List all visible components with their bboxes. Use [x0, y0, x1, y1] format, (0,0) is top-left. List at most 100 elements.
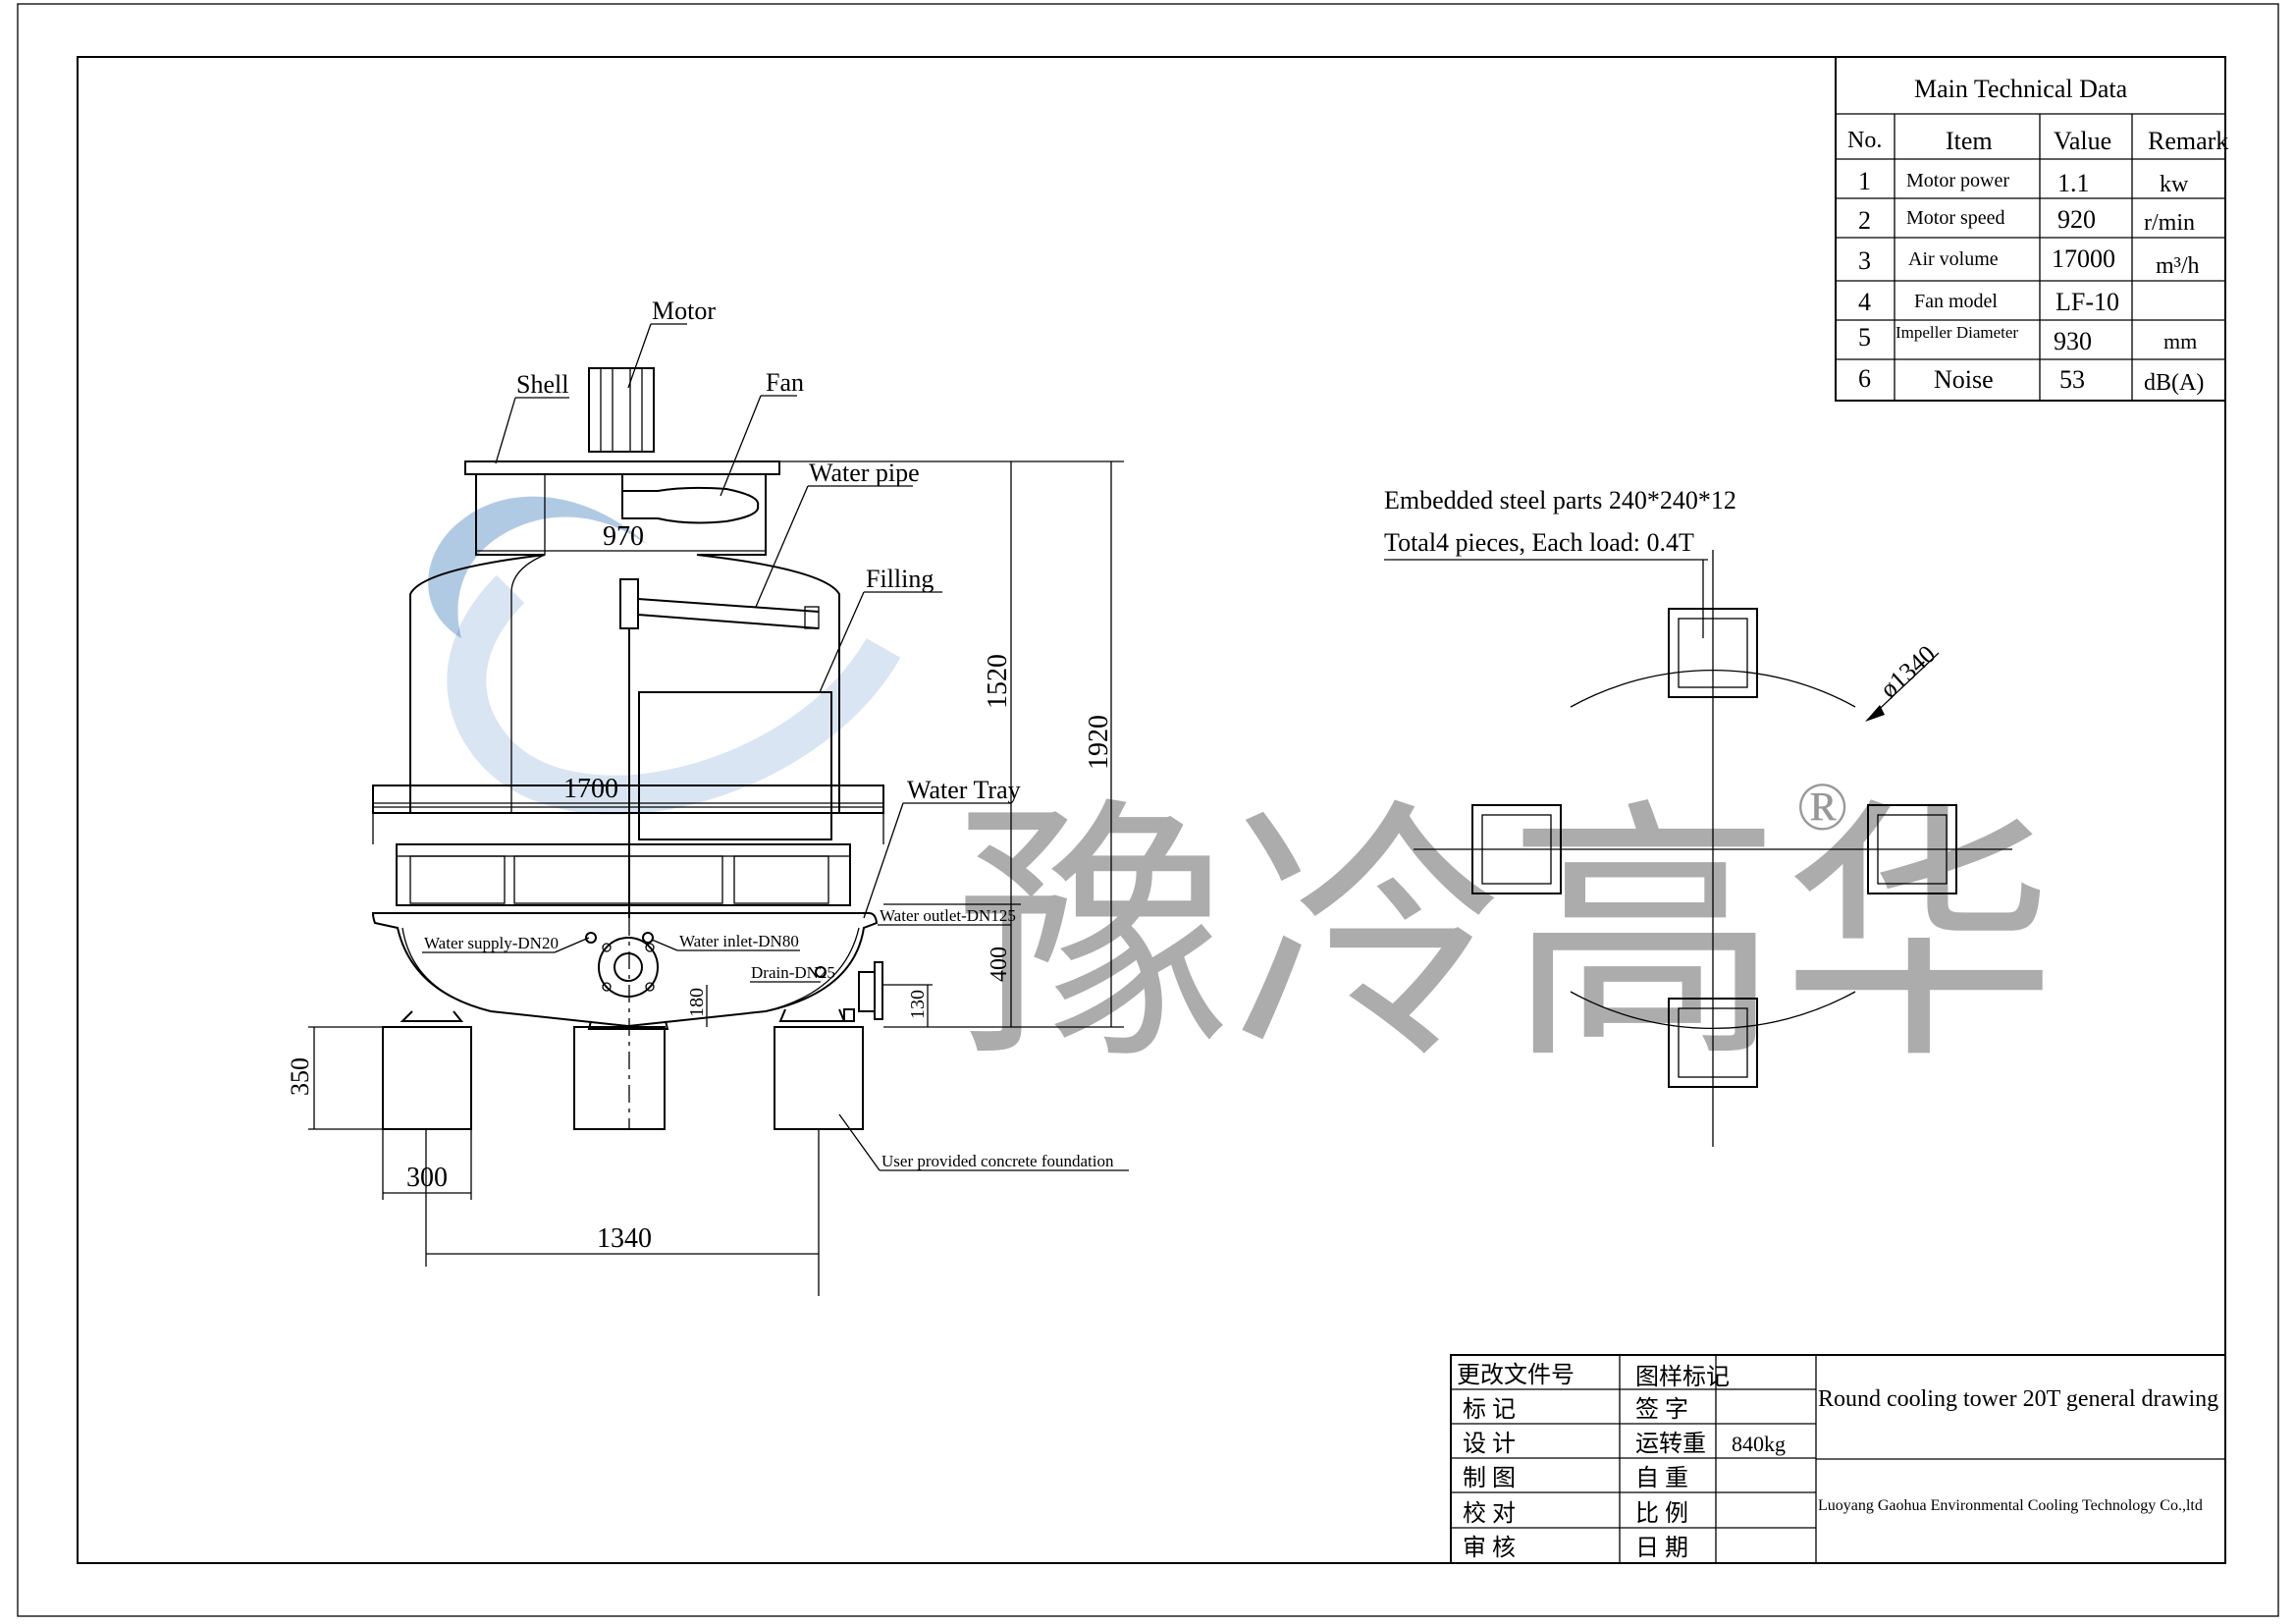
label-filling: Filling	[866, 565, 934, 593]
tb-label: 审 核	[1463, 1535, 1516, 1561]
drain-valve	[843, 1008, 855, 1022]
tb-label: 比 例	[1635, 1500, 1688, 1527]
water-pipe-header	[619, 578, 639, 629]
watermark-logo-icon	[428, 496, 648, 638]
inlet-flange-bore	[614, 952, 643, 982]
tb-label: 设 计	[1463, 1431, 1516, 1457]
tb-label: 运转重	[1635, 1431, 1706, 1457]
watermark-text: 豫冷高华	[957, 785, 2056, 1091]
spec-cell: 4	[1858, 288, 1871, 316]
spec-cell: Noise	[1934, 365, 1994, 394]
spec-cell: dB(A)	[2144, 370, 2204, 396]
spec-header-no: No.	[1847, 128, 1882, 153]
spec-cell: Impeller Diameter	[1896, 323, 2018, 342]
spec-cell: 1.1	[2057, 169, 2090, 197]
tb-label: 图样标记	[1635, 1364, 1730, 1390]
spec-cell: 920	[2057, 205, 2096, 234]
spec-cell: kw	[2160, 172, 2189, 197]
fan-blade	[621, 486, 760, 524]
spec-cell: 6	[1858, 364, 1871, 393]
inlet-fitting	[642, 932, 654, 944]
embedded-plate-inner	[1678, 618, 1748, 688]
tb-label: 制 图	[1463, 1465, 1516, 1491]
outer-border	[17, 3, 2279, 1617]
dim-130: 130	[907, 990, 929, 1019]
foundation-block	[774, 1026, 864, 1130]
flange-bolt	[645, 982, 655, 992]
supply-fitting	[585, 932, 597, 944]
watermark-registered-mark: ®	[1796, 770, 1848, 845]
spec-cell: 2	[1858, 206, 1871, 235]
shell-outline	[696, 474, 840, 813]
dim-300: 300	[406, 1163, 448, 1193]
embedded-plate-top	[1668, 608, 1758, 698]
title-block: 更改文件号 标 记 设 计 制 图 校 对 审 核 图样标记 签 字 运转重 自…	[1450, 1354, 2226, 1564]
support-leg	[778, 1008, 846, 1022]
embedded-parts-line1: Embedded steel parts 240*240*12	[1384, 486, 1736, 514]
embedded-plate-inner	[1481, 814, 1552, 885]
label-fan: Fan	[766, 368, 804, 397]
tb-label: 更改文件号	[1457, 1362, 1575, 1388]
air-inlet-grid	[513, 855, 723, 904]
inlet-flange	[598, 937, 659, 998]
spec-cell: 5	[1858, 323, 1871, 352]
tb-drawing-title: Round cooling tower 20T general drawing	[1818, 1386, 2218, 1412]
embedded-plate-inner	[1678, 1007, 1748, 1078]
flange-bolt	[645, 943, 655, 952]
dim-180: 180	[686, 988, 708, 1017]
watermark-swoosh-icon	[447, 574, 901, 815]
label-water-inlet: Water inlet-DN80	[679, 932, 799, 950]
spec-cell: Motor power	[1906, 170, 2009, 191]
inner-border	[77, 56, 2226, 1564]
motor-body	[588, 367, 655, 453]
spec-header-value: Value	[2054, 127, 2111, 155]
tb-company: Luoyang Gaohua Environmental Cooling Tec…	[1818, 1497, 2203, 1514]
spec-table-title: Main Technical Data	[1914, 75, 2128, 103]
label-water-tray: Water Tray	[907, 776, 1021, 804]
outlet-pipe	[858, 971, 876, 1012]
tb-label: 签 字	[1635, 1396, 1688, 1423]
filling-block	[638, 691, 832, 840]
spec-cell: 930	[2054, 327, 2092, 355]
drain-fitting	[815, 966, 827, 978]
air-inlet-grid	[409, 855, 506, 904]
water-pipe-end	[804, 606, 820, 629]
dim-1700: 1700	[563, 774, 618, 804]
spec-cell: 53	[2059, 365, 2085, 394]
spec-header-remark: Remark	[2148, 127, 2228, 155]
embedded-plate-inner	[1877, 814, 1948, 885]
flange-bolt	[602, 982, 612, 992]
spec-cell: r/min	[2144, 210, 2195, 236]
spec-header-item: Item	[1946, 127, 1993, 155]
spec-cell: Air volume	[1908, 248, 1999, 270]
spec-cell: Fan model	[1914, 291, 1998, 312]
embedded-plate-right	[1867, 804, 1957, 894]
tb-label: 标 记	[1463, 1396, 1516, 1423]
air-inlet-grid	[733, 855, 829, 904]
spec-cell: Motor speed	[1906, 207, 2005, 229]
water-pipe	[637, 598, 820, 613]
label-water-pipe: Water pipe	[809, 459, 920, 487]
embedded-plate-left	[1471, 804, 1562, 894]
label-water-supply: Water supply-DN20	[424, 934, 559, 952]
shell-inner	[510, 474, 546, 813]
tb-label: 日 期	[1635, 1536, 1688, 1561]
label-motor: Motor	[652, 297, 716, 325]
spec-cell: 3	[1858, 246, 1871, 275]
support-leg	[587, 1020, 669, 1030]
dim-350: 350	[286, 1057, 314, 1096]
spec-table-frame	[1835, 56, 2226, 402]
label-shell: Shell	[516, 370, 568, 399]
tb-label: 自 重	[1635, 1465, 1688, 1491]
tb-label: 校 对	[1463, 1500, 1516, 1527]
dim-400: 400	[987, 947, 1012, 982]
spec-cell: mm	[2163, 329, 2197, 353]
water-pipe	[637, 614, 820, 629]
support-leg	[400, 1010, 464, 1022]
dim-1520: 1520	[983, 654, 1013, 709]
embedded-plate-bottom	[1668, 998, 1758, 1088]
dim-1340: 1340	[597, 1223, 652, 1254]
embedded-parts-line2: Total4 pieces, Each load: 0.4T	[1384, 528, 1694, 557]
spec-cell: 17000	[2052, 244, 2115, 273]
